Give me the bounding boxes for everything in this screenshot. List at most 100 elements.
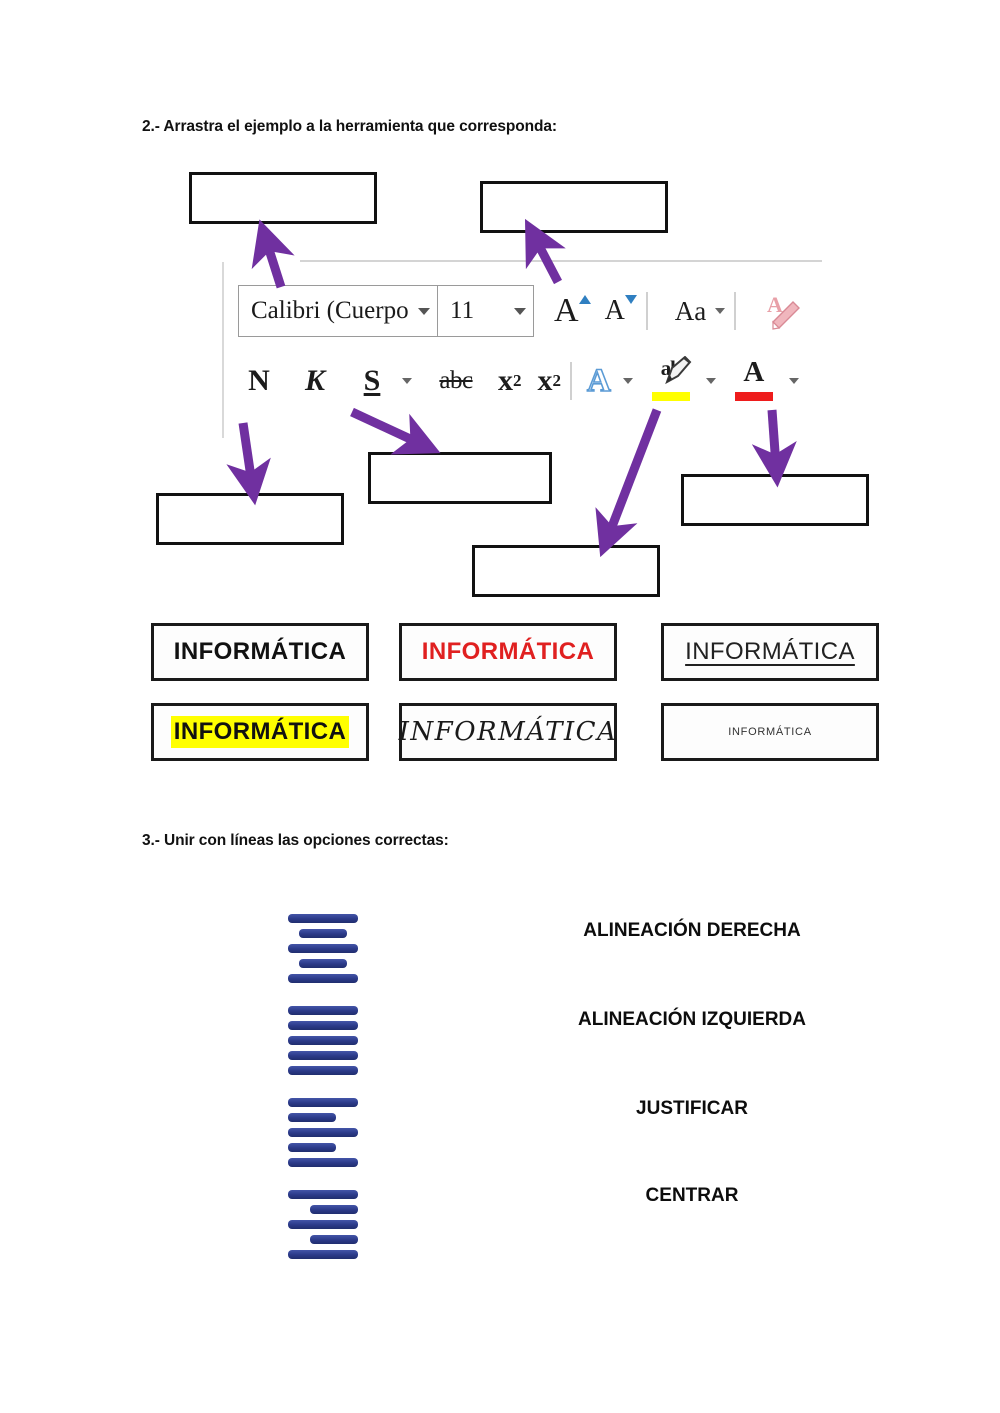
sample-font-size[interactable]: INFORMÁTICA — [661, 703, 879, 761]
font-name-dropdown[interactable]: Calibri (Cuerpo — [238, 285, 438, 337]
align-icon-right[interactable] — [288, 1190, 358, 1259]
subscript-mark: 2 — [513, 371, 522, 390]
svg-text:A: A — [767, 292, 783, 317]
sample-highlight-text: INFORMÁTICA — [170, 716, 350, 748]
underline-button[interactable]: S — [354, 359, 390, 403]
sample-font-family[interactable]: INFORMÁTICA — [399, 703, 617, 761]
align-line — [288, 1006, 358, 1015]
align-line — [288, 1190, 358, 1199]
align-line — [288, 914, 358, 923]
change-case-glyph: Aa — [674, 295, 707, 326]
chevron-down-icon[interactable] — [788, 378, 799, 384]
text-effects-glyph: A — [586, 362, 611, 399]
toolbar-separator — [570, 362, 572, 400]
text-effects-button[interactable]: A — [586, 359, 611, 403]
toolbar-separator — [645, 292, 648, 330]
highlight-color-swatch — [651, 392, 690, 401]
align-line — [288, 1036, 358, 1045]
label-justificar[interactable]: JUSTIFICAR — [636, 1098, 748, 1119]
triangle-up-icon — [578, 295, 591, 304]
answer-box-font-size[interactable] — [480, 181, 668, 233]
sample-underline-text: INFORMÁTICA — [685, 638, 855, 665]
alignment-icon-column — [288, 914, 358, 1259]
chevron-down-icon — [715, 308, 726, 314]
font-color-button[interactable]: A — [732, 358, 776, 404]
grow-font-button[interactable]: A — [554, 285, 591, 337]
answer-box-underline[interactable] — [368, 452, 552, 504]
align-line — [310, 1205, 358, 1214]
sample-bold[interactable]: INFORMÁTICA — [151, 623, 369, 681]
strikethrough-glyph: abc — [439, 367, 473, 394]
align-line — [288, 1066, 358, 1075]
change-case-button[interactable]: Aa — [674, 285, 726, 337]
sample-font-size-text: INFORMÁTICA — [728, 726, 812, 738]
font-color-glyph: A — [743, 356, 765, 388]
chevron-down-icon — [418, 307, 430, 315]
chevron-down-icon[interactable] — [705, 378, 716, 384]
question-3-heading: 3.- Unir con líneas las opciones correct… — [142, 832, 449, 849]
sample-underline[interactable]: INFORMÁTICA — [661, 623, 879, 681]
highlight-color-button[interactable]: ab — [649, 356, 693, 404]
answer-box-highlight[interactable] — [472, 545, 660, 597]
bold-button[interactable]: N — [238, 359, 280, 403]
bold-glyph: N — [248, 364, 270, 397]
triangle-down-icon — [624, 295, 637, 304]
align-icon-center[interactable] — [288, 914, 358, 983]
sample-bold-text: INFORMÁTICA — [173, 638, 347, 665]
font-name-value: Calibri (Cuerpo — [251, 297, 409, 324]
clear-formatting-button[interactable]: A — [759, 285, 805, 337]
grow-font-glyph: A — [554, 292, 579, 329]
italic-button[interactable]: K — [294, 359, 336, 403]
answer-box-font-color[interactable] — [681, 474, 869, 526]
answer-box-font-name[interactable] — [189, 172, 377, 224]
highlight-glyph: ab — [660, 356, 682, 380]
align-icon-justify[interactable] — [288, 1006, 358, 1075]
chevron-down-icon[interactable] — [622, 378, 633, 384]
font-color-swatch — [734, 392, 773, 401]
strikethrough-button[interactable]: abc — [428, 359, 484, 403]
word-font-toolbar: Calibri (Cuerpo 11 A A Aa — [222, 258, 822, 438]
align-line — [288, 1113, 336, 1122]
clear-formatting-icon: A — [767, 292, 801, 330]
shrink-font-glyph: A — [604, 295, 625, 326]
align-line — [288, 1128, 358, 1137]
shrink-font-button[interactable]: A — [605, 285, 637, 337]
toolbar-left-divider — [222, 262, 224, 438]
label-centrar[interactable]: CENTRAR — [645, 1185, 739, 1206]
toolbar-row-font: Calibri (Cuerpo 11 A A Aa — [238, 282, 805, 340]
italic-glyph: K — [304, 364, 325, 397]
sample-font-family-text: INFORMÁTICA — [398, 717, 618, 747]
toolbar-top-divider — [300, 260, 822, 262]
align-line — [288, 1158, 358, 1167]
align-line — [288, 1143, 336, 1152]
align-line — [288, 944, 358, 953]
answer-box-bold[interactable] — [156, 493, 344, 545]
align-line — [288, 1098, 358, 1107]
align-icon-left[interactable] — [288, 1098, 358, 1167]
sample-color[interactable]: INFORMÁTICA — [399, 623, 617, 681]
sample-highlight[interactable]: INFORMÁTICA — [151, 703, 369, 761]
align-line — [288, 1051, 358, 1060]
sample-color-text: INFORMÁTICA — [421, 638, 595, 665]
align-line — [288, 1250, 358, 1259]
align-line — [299, 959, 347, 968]
toolbar-separator — [734, 292, 737, 330]
question-2-heading: 2.- Arrastra el ejemplo a la herramienta… — [142, 118, 557, 135]
align-line — [288, 1220, 358, 1229]
align-line — [288, 1021, 358, 1030]
label-alineacion-izquierda[interactable]: ALINEACIÓN IZQUIERDA — [578, 1009, 806, 1030]
superscript-base: x — [537, 364, 553, 397]
font-size-value: 11 — [450, 297, 475, 324]
subscript-base: x — [498, 364, 513, 397]
font-size-dropdown[interactable]: 11 — [438, 285, 534, 337]
align-line — [310, 1235, 358, 1244]
label-alineacion-derecha[interactable]: ALINEACIÓN DERECHA — [583, 920, 801, 941]
underline-glyph: S — [363, 364, 381, 397]
chevron-down-icon[interactable] — [402, 378, 412, 384]
align-line — [288, 974, 358, 983]
chevron-down-icon — [514, 307, 526, 315]
